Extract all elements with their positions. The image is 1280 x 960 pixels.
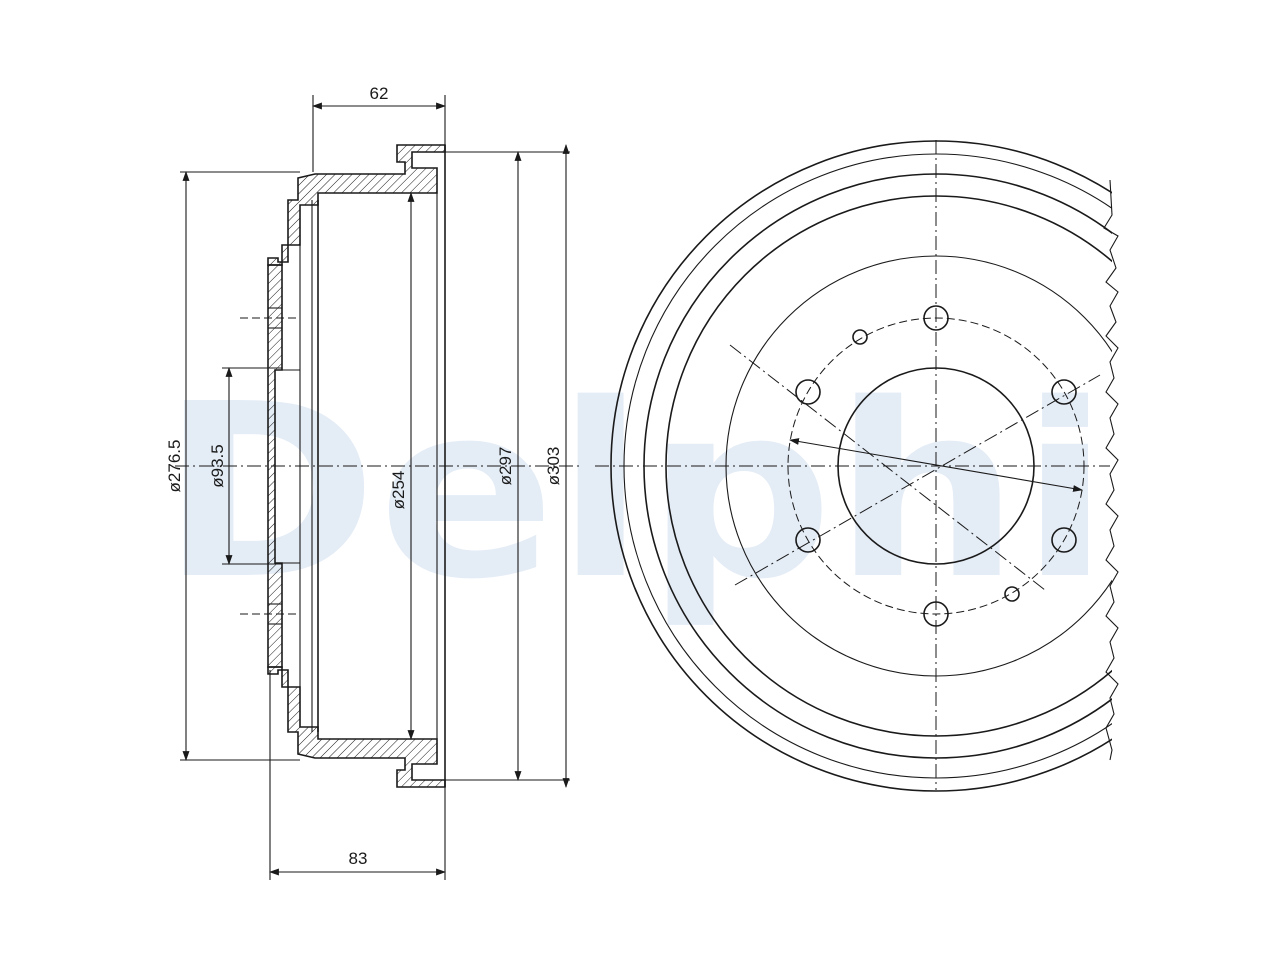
threaded-hole [852, 329, 868, 345]
stud-hole [923, 305, 949, 331]
dim-label-276-5: ø276.5 [165, 440, 184, 493]
stud-holes [795, 305, 1077, 627]
side-section-view: 62 83 ø276.5 ø93.5 ø254 ø297 ø303 [165, 84, 580, 880]
bolt-circle [787, 317, 1085, 615]
stud-hole [923, 601, 949, 627]
stud-hole [795, 527, 821, 553]
dim-label-303: ø303 [544, 447, 563, 486]
threaded-hole [1004, 586, 1020, 602]
dim-label-297: ø297 [496, 447, 515, 486]
stud-hole [1051, 527, 1077, 553]
dim-label-83: 83 [349, 849, 368, 868]
dim-label-93-5: ø93.5 [208, 444, 227, 487]
break-line [1103, 179, 1119, 761]
dim-label-62: 62 [370, 84, 389, 103]
stud-hole [795, 379, 821, 405]
stud-hole [1051, 379, 1077, 405]
front-view [595, 140, 1119, 792]
drum-wall-section-top [267, 144, 446, 266]
drum-wall-section-bottom [267, 666, 446, 788]
dim-label-254: ø254 [389, 471, 408, 510]
radius-leader [789, 438, 1083, 492]
